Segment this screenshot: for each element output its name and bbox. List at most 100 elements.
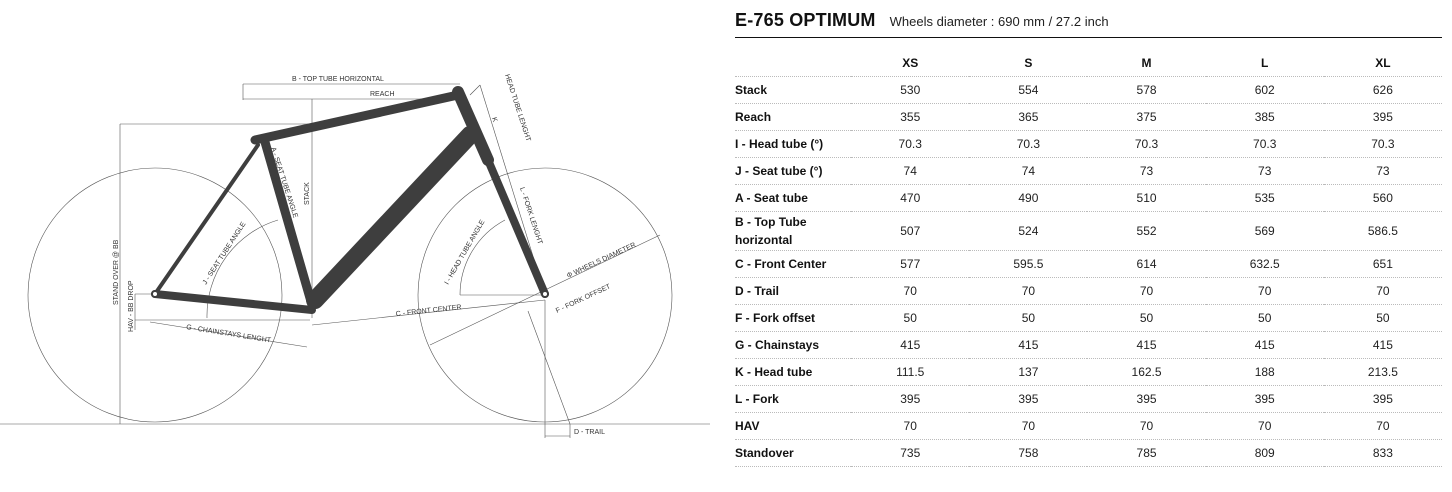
cell-value: 395 bbox=[1087, 385, 1206, 413]
row-label: HAV bbox=[735, 412, 852, 440]
cell-value: 70 bbox=[1087, 277, 1206, 305]
size-column-xl: XL bbox=[1323, 50, 1442, 77]
cell-value: 70 bbox=[851, 277, 970, 305]
cell-value: 595.5 bbox=[969, 250, 1088, 278]
label-head-angle: I - HEAD TUBE ANGLE bbox=[444, 219, 487, 286]
cell-value: 74 bbox=[969, 157, 1088, 185]
cell-value: 415 bbox=[969, 331, 1088, 359]
label-trail: D - TRAIL bbox=[574, 429, 605, 436]
cell-value: 355 bbox=[851, 103, 970, 131]
cell-value: 70.3 bbox=[1087, 130, 1206, 158]
cell-value: 614 bbox=[1087, 250, 1206, 278]
row-label: L - Fork bbox=[735, 385, 852, 413]
cell-value: 395 bbox=[1323, 385, 1442, 413]
cell-value: 626 bbox=[1323, 76, 1442, 104]
cell-value: 530 bbox=[851, 76, 970, 104]
cell-value: 507 bbox=[851, 211, 970, 251]
cell-value: 395 bbox=[1323, 103, 1442, 131]
cell-value: 735 bbox=[851, 439, 970, 467]
cell-value: 365 bbox=[969, 103, 1088, 131]
cell-value: 50 bbox=[1323, 304, 1442, 332]
model-name: E-765 OPTIMUM bbox=[735, 10, 876, 30]
cell-value: 70.3 bbox=[1205, 130, 1324, 158]
cell-value: 188 bbox=[1205, 358, 1324, 386]
cell-value: 395 bbox=[851, 385, 970, 413]
cell-value: 70 bbox=[1087, 412, 1206, 440]
row-label: A - Seat tube bbox=[735, 184, 852, 212]
cell-value: 70.3 bbox=[851, 130, 970, 158]
cell-value: 395 bbox=[969, 385, 1088, 413]
cell-value: 73 bbox=[1323, 157, 1442, 185]
label-head-tube-length: HEAD TUBE LENGHT bbox=[503, 73, 532, 143]
cell-value: 833 bbox=[1323, 439, 1442, 467]
cell-value: 554 bbox=[969, 76, 1088, 104]
geometry-diagram: B - TOP TUBE HORIZONTAL REACH STACK A - … bbox=[0, 73, 710, 438]
cell-value: 70 bbox=[1205, 277, 1324, 305]
cell-value: 111.5 bbox=[851, 358, 970, 386]
cell-value: 470 bbox=[851, 184, 970, 212]
label-reach: REACH bbox=[370, 91, 395, 98]
cell-value: 586.5 bbox=[1323, 211, 1442, 251]
label-seat-angle: J - SEAT TUBE ANGLE bbox=[202, 221, 248, 286]
cell-value: 74 bbox=[851, 157, 970, 185]
cell-value: 70 bbox=[969, 277, 1088, 305]
label-bb-drop: HAV - BB DROP bbox=[128, 280, 135, 332]
corner-cell bbox=[735, 50, 852, 77]
cell-value: 70 bbox=[969, 412, 1088, 440]
cell-value: 632.5 bbox=[1205, 250, 1324, 278]
geometry-spec: E-765 OPTIMUM Wheels diameter : 690 mm /… bbox=[735, 0, 1442, 467]
cell-value: 50 bbox=[969, 304, 1088, 332]
row-label: Stack bbox=[735, 76, 852, 104]
cell-value: 162.5 bbox=[1087, 358, 1206, 386]
cell-value: 70 bbox=[1323, 412, 1442, 440]
cell-value: 415 bbox=[1323, 331, 1442, 359]
label-wheel-diameter: Φ WHEELS DIAMETER bbox=[566, 242, 637, 280]
cell-value: 578 bbox=[1087, 76, 1206, 104]
cell-value: 73 bbox=[1087, 157, 1206, 185]
label-front-center: C - FRONT CENTER bbox=[395, 304, 461, 318]
row-label: K - Head tube bbox=[735, 358, 852, 386]
row-label: Reach bbox=[735, 103, 852, 131]
cell-value: 809 bbox=[1205, 439, 1324, 467]
spec-header: E-765 OPTIMUM Wheels diameter : 690 mm /… bbox=[735, 0, 1442, 38]
cell-value: 70 bbox=[851, 412, 970, 440]
wheels-diameter: Wheels diameter : 690 mm / 27.2 inch bbox=[889, 14, 1109, 29]
cell-value: 70 bbox=[1205, 412, 1324, 440]
cell-value: 375 bbox=[1087, 103, 1206, 131]
size-column-l: L bbox=[1205, 50, 1324, 77]
row-label: G - Chainstays bbox=[735, 331, 852, 359]
rear-wheel bbox=[27, 167, 283, 423]
label-fork-offset: F - FORK OFFSET bbox=[555, 283, 613, 315]
size-column-m: M bbox=[1087, 50, 1206, 77]
cell-value: 70.3 bbox=[1323, 130, 1442, 158]
cell-value: 510 bbox=[1087, 184, 1206, 212]
size-column-s: S bbox=[969, 50, 1088, 77]
cell-value: 785 bbox=[1087, 439, 1206, 467]
cell-value: 395 bbox=[1205, 385, 1324, 413]
cell-value: 70 bbox=[1323, 277, 1442, 305]
row-label: C - Front Center bbox=[735, 250, 852, 278]
label-standover: STAND OVER @ BB bbox=[113, 239, 120, 305]
label-top-tube: B - TOP TUBE HORIZONTAL bbox=[292, 76, 384, 83]
cell-value: 577 bbox=[851, 250, 970, 278]
label-k: K bbox=[490, 116, 498, 123]
cell-value: 560 bbox=[1323, 184, 1442, 212]
cell-value: 50 bbox=[851, 304, 970, 332]
cell-value: 213.5 bbox=[1323, 358, 1442, 386]
cell-value: 415 bbox=[1087, 331, 1206, 359]
bike-frame bbox=[151, 86, 549, 314]
label-chainstays: G - CHAINSTAYS LENGHT bbox=[186, 324, 272, 344]
cell-value: 490 bbox=[969, 184, 1088, 212]
cell-value: 758 bbox=[969, 439, 1088, 467]
cell-value: 50 bbox=[1205, 304, 1324, 332]
